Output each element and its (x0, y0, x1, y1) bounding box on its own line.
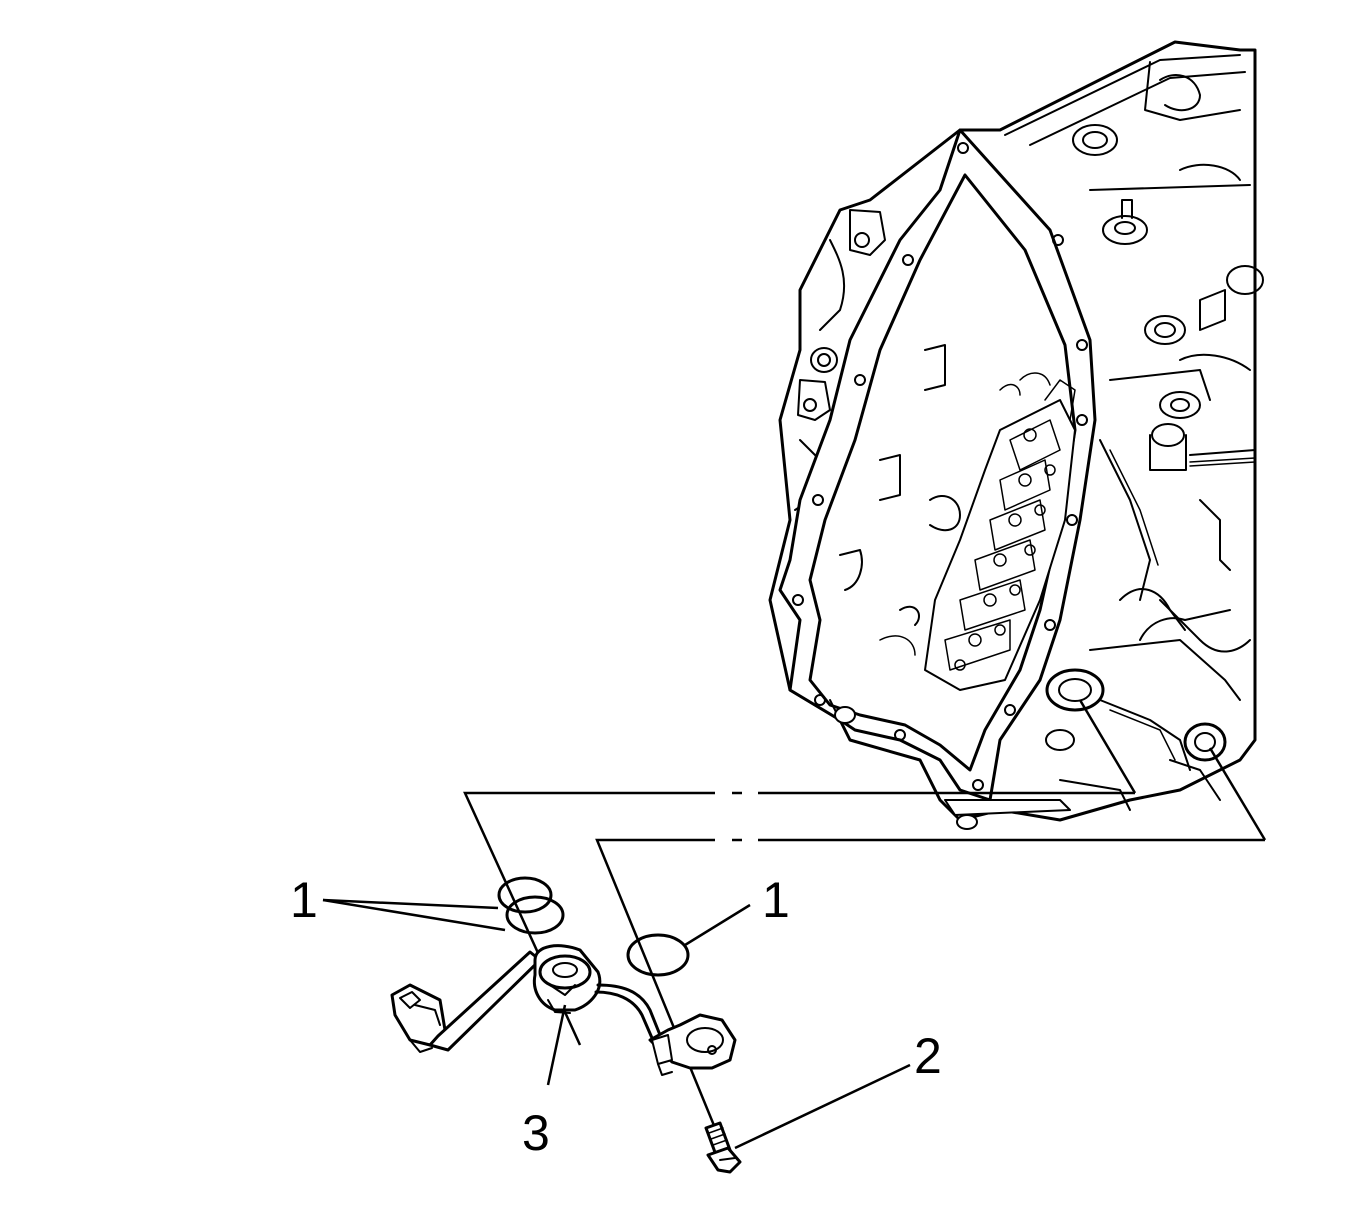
callout-1-left: 1 (290, 872, 318, 928)
valve-body (924, 372, 1076, 691)
callout-2: 2 (914, 1028, 942, 1084)
transmission-case (768, 40, 1264, 830)
o-ring-seals (497, 876, 690, 977)
callout-labels: 1 1 2 3 (290, 872, 942, 1161)
callout-3: 3 (522, 1105, 550, 1161)
callout-1-right: 1 (762, 872, 790, 928)
speed-sensor-harness (390, 944, 737, 1076)
callout-leaders (322, 898, 911, 1150)
bolt (704, 1121, 742, 1174)
